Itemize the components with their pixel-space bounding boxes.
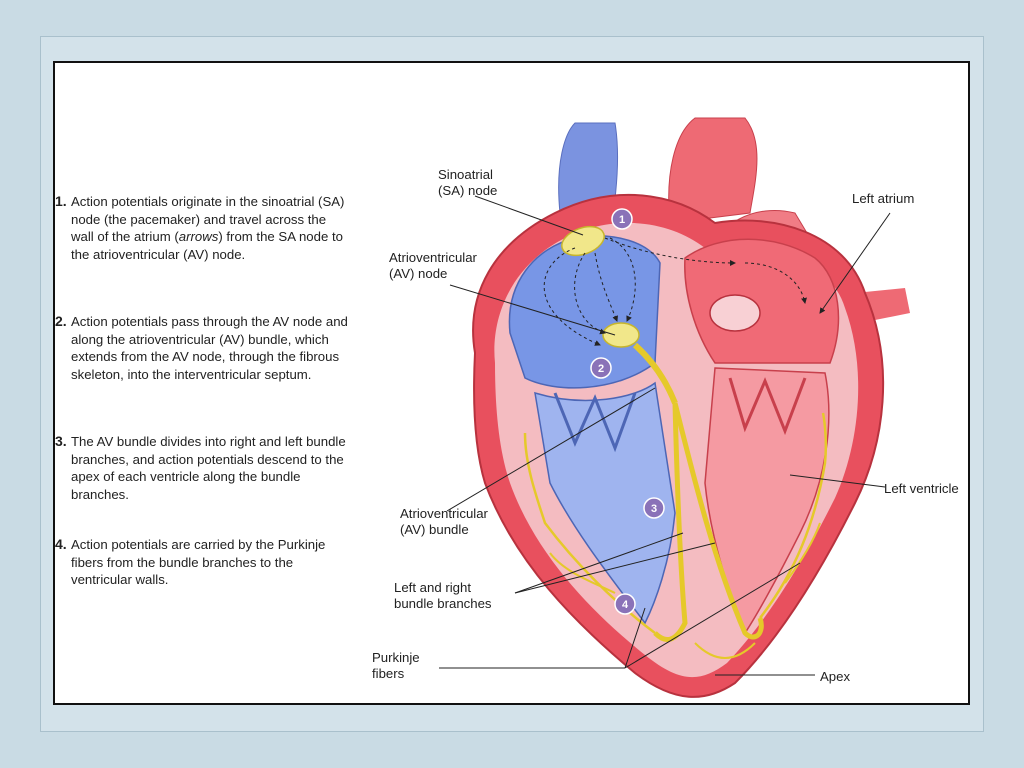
marker-1: [611, 208, 633, 230]
step-1-text-em: arrows: [178, 229, 219, 244]
atrial-arrow-to-left: [604, 237, 736, 266]
label-sa-node: Sinoatrial (SA) node: [438, 167, 497, 199]
step-1-text: Action potentials originate in the sinoa…: [71, 193, 350, 263]
label-av-bundle-line2: (AV) bundle: [400, 522, 469, 537]
av-bundle-path: [632, 342, 678, 405]
leader-av-bundle: [446, 387, 656, 512]
atrial-arrow-3: [543, 247, 601, 346]
marker-4-label: 4: [622, 599, 629, 611]
label-av-node-line2: (AV) node: [389, 266, 448, 281]
purkinje-left-2: [784, 522, 821, 584]
atrial-arrow-2: [594, 252, 618, 322]
heart-conduction-diagram: 1 2 3 4: [439, 117, 910, 698]
step-3-text: The AV bundle divides into right and lef…: [71, 434, 346, 502]
leader-left-atrium: [819, 212, 891, 314]
step-1: 1. Action potentials originate in the si…: [55, 193, 350, 263]
left-bundle-branch: [672, 402, 764, 640]
label-av-node-line1: Atrioventricular: [389, 250, 477, 265]
label-av-node: Atrioventricular (AV) node: [389, 250, 477, 282]
slide: 1. Action potentials originate in the si…: [53, 61, 970, 705]
right-bundle-branch: [653, 402, 688, 642]
step-1-text-a: Action potentials originate in the sinoa…: [71, 194, 345, 244]
leader-purkinje-2: [624, 607, 646, 669]
leader-purkinje-3: [624, 562, 801, 669]
label-bundle-branches-line2: bundle branches: [394, 596, 492, 611]
leader-bundle-branches-1: [514, 532, 684, 594]
marker-3: [643, 497, 665, 519]
aorta: [668, 117, 758, 224]
leader-sa-node: [474, 195, 584, 236]
marker-3-label: 3: [651, 503, 657, 515]
tricuspid-valve: [553, 392, 637, 453]
step-1-text-b: ) from the SA node to the atrioventricul…: [71, 229, 343, 262]
marker-1-label: 1: [619, 214, 625, 226]
right-ventricle: [534, 381, 676, 625]
sa-node: [561, 225, 605, 257]
av-node: [602, 322, 640, 348]
purkinje-left-1: [759, 412, 828, 619]
label-bundle-branches-line1: Left and right: [394, 580, 471, 595]
label-purkinje-fibers: Purkinje fibers: [372, 650, 420, 682]
leader-av-node: [449, 284, 616, 336]
label-av-bundle: Atrioventricular (AV) bundle: [400, 506, 488, 538]
mitral-valve: [728, 377, 807, 436]
left-atrium-chamber: [684, 238, 840, 364]
label-sa-node-line2: (SA) node: [438, 183, 498, 198]
step-2-number: 2.: [55, 313, 67, 329]
step-4: 4. Action potentials are carried by the …: [55, 536, 350, 589]
left-ventricle-chamber: [704, 367, 830, 635]
step-2-text: Action potentials pass through the AV no…: [71, 314, 348, 382]
label-av-bundle-line1: Atrioventricular: [400, 506, 488, 521]
atrial-arrow-1: [574, 252, 606, 335]
step-2: 2. Action potentials pass through the AV…: [55, 313, 350, 383]
step-4-number: 4.: [55, 536, 67, 552]
label-left-atrium: Left atrium: [852, 191, 915, 206]
marker-2-label: 2: [598, 363, 604, 375]
right-atrium: [508, 235, 661, 389]
atrial-arrow-left-atrium: [744, 262, 807, 304]
label-apex: Apex: [820, 669, 851, 684]
step-1-number: 1.: [55, 193, 67, 209]
leader-bundle-branches-2: [514, 542, 716, 594]
marker-4: [614, 593, 636, 615]
marker-2: [590, 357, 612, 379]
step-4-text: Action potentials are carried by the Pur…: [71, 537, 326, 587]
aortic-valve: [709, 294, 761, 332]
label-sa-node-line1: Sinoatrial: [438, 167, 493, 182]
label-left-ventricle: Left ventricle: [884, 481, 959, 496]
step-3-number: 3.: [55, 433, 67, 449]
label-purkinje-line2: fibers: [372, 666, 405, 681]
step-3: 3. The AV bundle divides into right and …: [55, 433, 350, 503]
label-purkinje-line1: Purkinje: [372, 650, 420, 665]
leader-left-ventricle: [789, 474, 886, 488]
purkinje-apex: [694, 642, 756, 659]
label-bundle-branches: Left and right bundle branches: [394, 580, 492, 612]
